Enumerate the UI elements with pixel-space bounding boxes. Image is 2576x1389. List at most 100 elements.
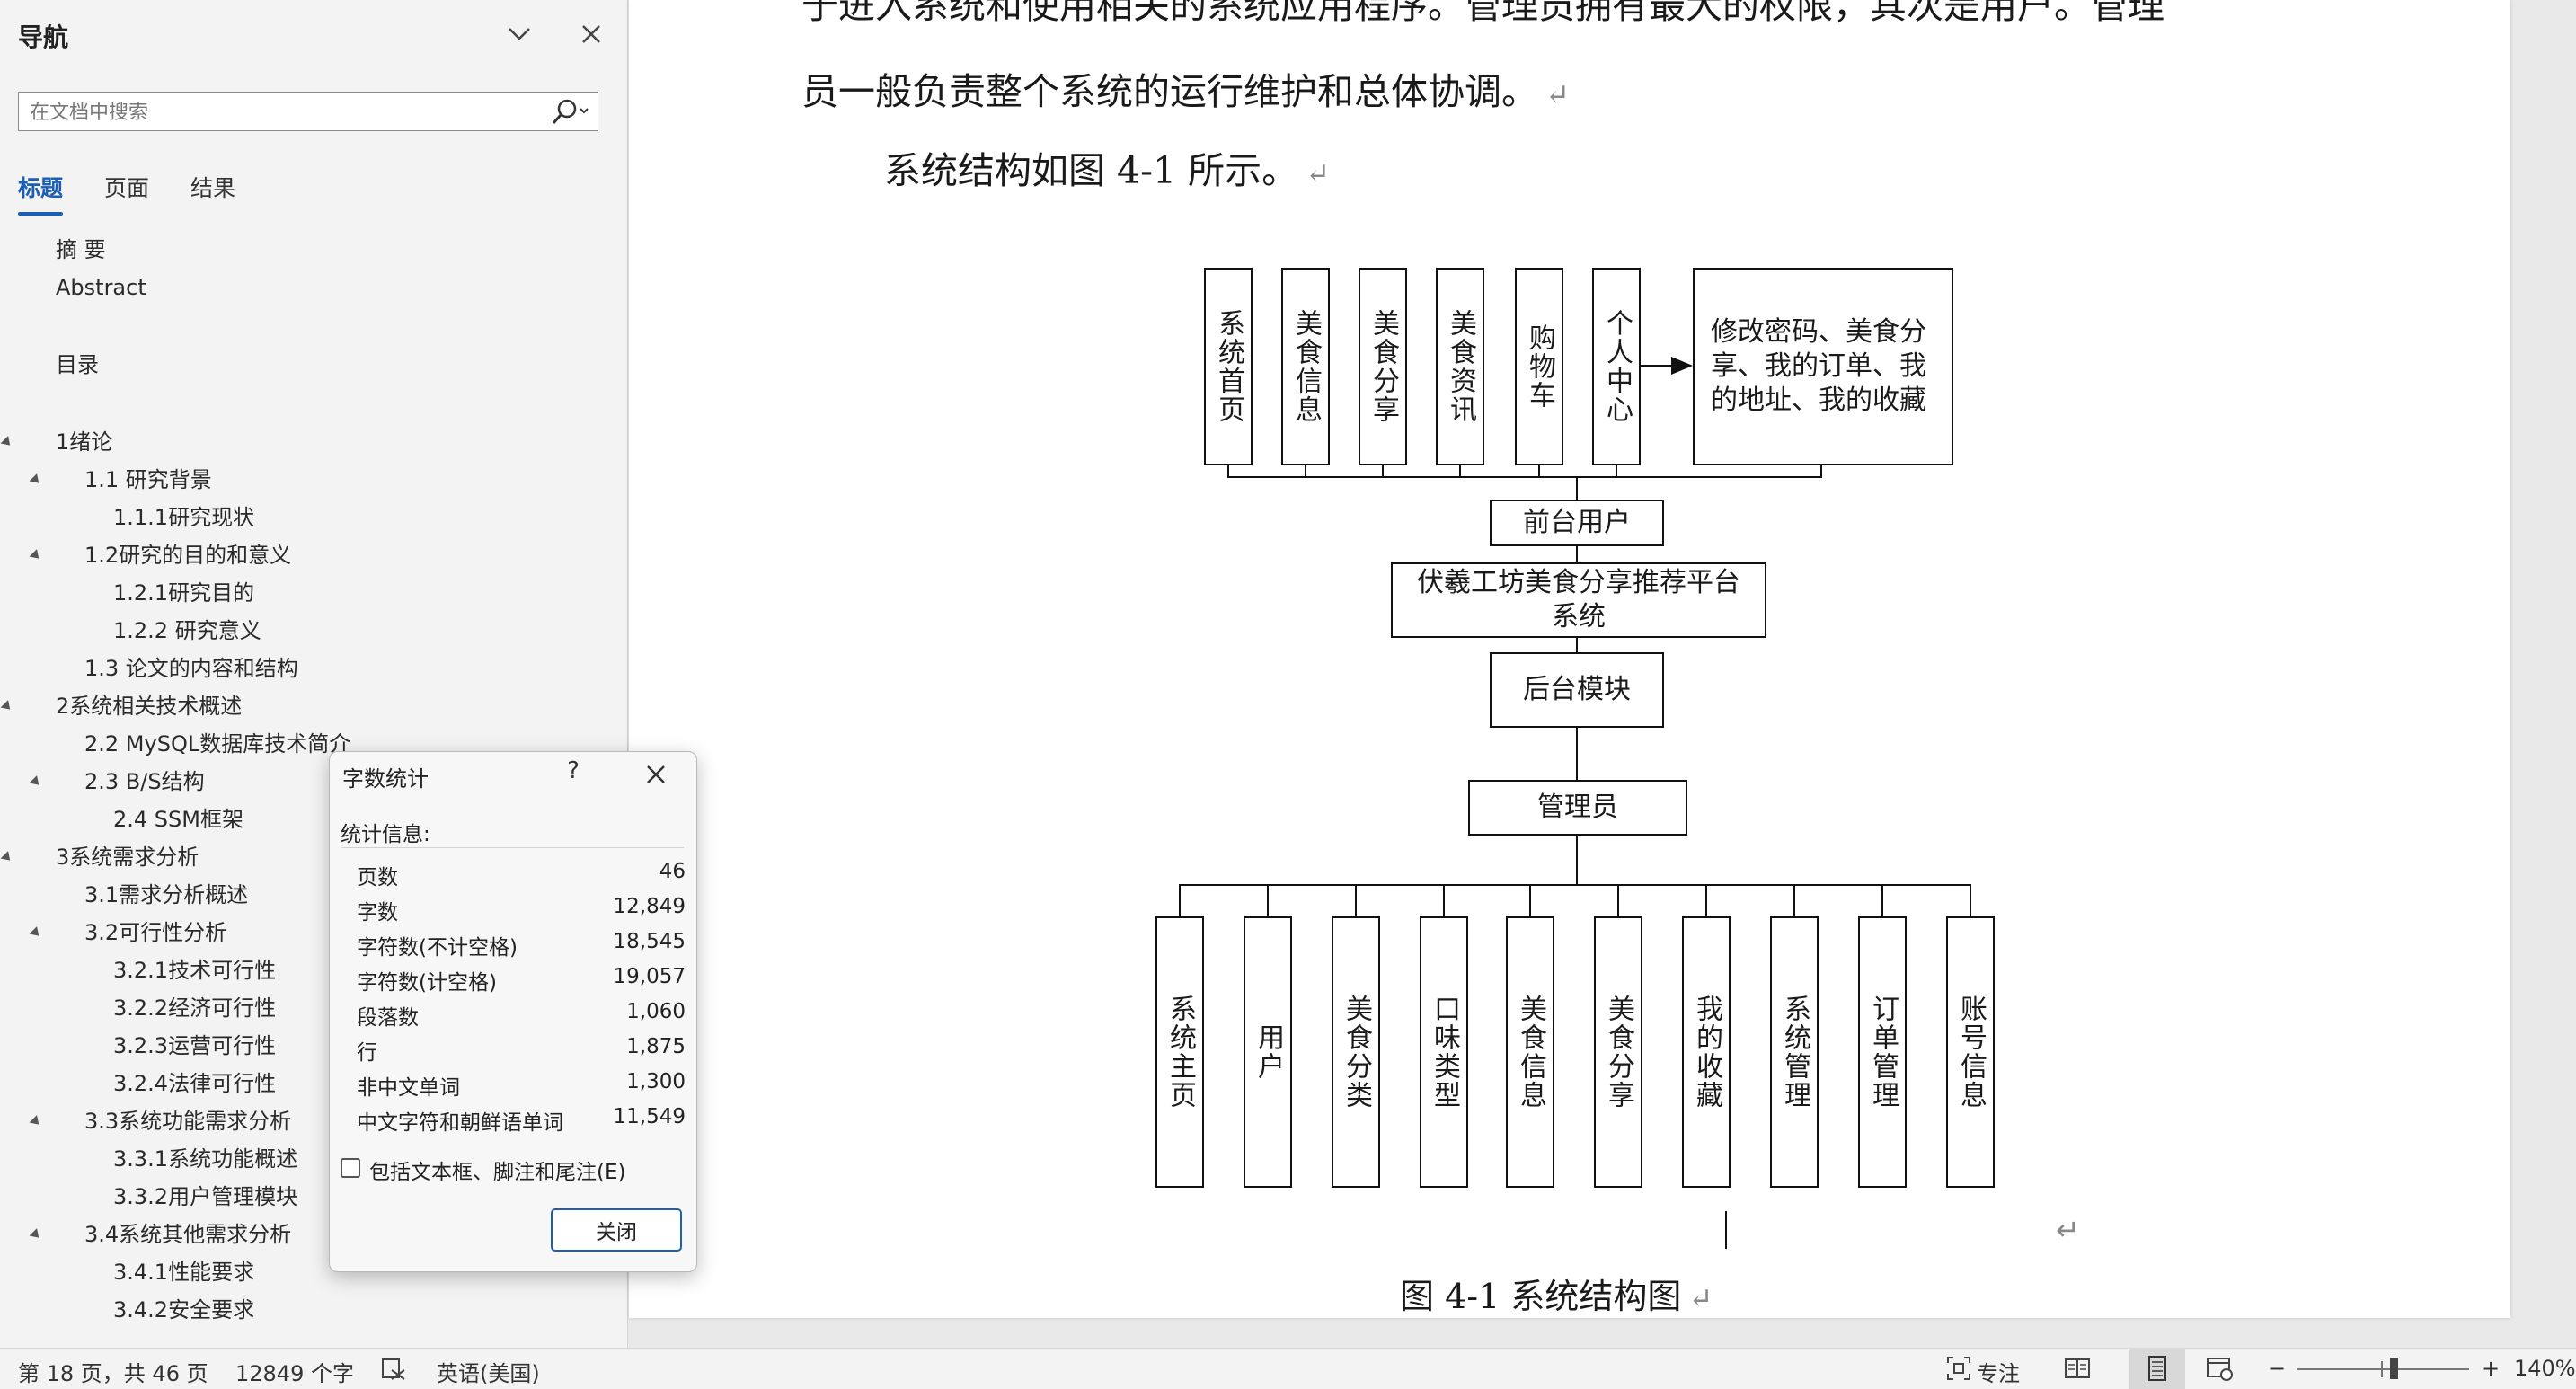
proofing-icon[interactable] <box>379 1354 408 1383</box>
heading-item[interactable]: 3.3.2用户管理模块 <box>0 1179 627 1215</box>
zoom-slider-thumb[interactable] <box>2390 1358 2398 1379</box>
print-layout-button[interactable] <box>2129 1349 2185 1389</box>
divider <box>341 847 684 848</box>
chevron-down-icon[interactable] <box>501 16 537 52</box>
focus-icon[interactable] <box>1944 1354 1973 1383</box>
checkbox-icon[interactable] <box>341 1158 360 1178</box>
heading-item[interactable]: 1.3 论文的内容和结构 <box>0 650 627 686</box>
connector-line <box>1227 464 1229 478</box>
heading-item[interactable]: 2.2 MySQL数据库技术简介 <box>0 726 627 762</box>
expand-triangle-icon[interactable] <box>29 1115 43 1128</box>
heading-item[interactable]: 3.3.1系统功能概述 <box>0 1141 627 1177</box>
heading-item[interactable]: 目录 <box>0 347 627 383</box>
expand-triangle-icon[interactable] <box>29 926 43 940</box>
heading-item[interactable]: 3.1需求分析概述 <box>0 877 627 913</box>
stat-value: 1,300 <box>626 1070 686 1093</box>
zoom-in-button[interactable]: + <box>2482 1356 2501 1381</box>
connector-line <box>1641 365 1680 367</box>
heading-item[interactable]: 1.1 研究背景 <box>0 462 627 498</box>
stat-label: 中文字符和朝鲜语单词 <box>357 1111 563 1135</box>
statistics-heading: 统计信息: <box>341 823 430 846</box>
web-layout-icon[interactable] <box>2205 1354 2234 1383</box>
heading-item[interactable]: 2系统相关技术概述 <box>0 688 627 724</box>
stat-value: 12,849 <box>613 895 686 918</box>
connector-line <box>1576 544 1578 564</box>
dialog-close-icon[interactable] <box>633 752 678 797</box>
heading-item[interactable]: 1.1.1研究现状 <box>0 500 627 535</box>
read-mode-icon[interactable] <box>2063 1354 2092 1383</box>
personal-center-detail-box: 修改密码、美食分享、我的订单、我的地址、我的收藏 <box>1693 268 1953 465</box>
print-layout-icon <box>2148 1356 2166 1381</box>
text-cursor <box>1725 1211 1727 1249</box>
focus-label[interactable]: 专注 <box>1977 1361 2020 1386</box>
heading-label: 3系统需求分析 <box>56 845 199 870</box>
zoom-out-button[interactable]: − <box>2268 1356 2287 1381</box>
tab-results[interactable]: 结果 <box>190 175 236 201</box>
document-page[interactable]: 于进入系统和使用相关的系统应用程序。管理员拥有最大的权限，其次是用户。管理 员一… <box>629 0 2510 1318</box>
heading-item[interactable]: 1.2.2 研究意义 <box>0 613 627 649</box>
heading-item[interactable]: Abstract <box>0 270 627 305</box>
admin-module-box: 订单管理 <box>1858 916 1907 1188</box>
heading-item[interactable]: 3.4.1性能要求 <box>0 1254 627 1290</box>
include-textboxes-checkbox[interactable]: 包括文本框、脚注和尾注(E) <box>341 1153 682 1185</box>
heading-label: 目录 <box>56 352 99 377</box>
expand-triangle-icon[interactable] <box>0 851 14 864</box>
module-box: 个人中心 <box>1592 268 1641 465</box>
language-indicator[interactable]: 英语(美国) <box>437 1361 540 1386</box>
search-input[interactable] <box>28 93 553 132</box>
expand-triangle-icon[interactable] <box>0 700 14 713</box>
search-icon[interactable] <box>544 94 596 128</box>
word-count[interactable]: 12849 个字 <box>235 1361 354 1386</box>
connector-line <box>1538 464 1540 478</box>
connector-line <box>1970 884 1971 918</box>
heading-item[interactable]: 3.3系统功能需求分析 <box>0 1103 627 1139</box>
expand-triangle-icon[interactable] <box>29 775 43 789</box>
tab-pages[interactable]: 页面 <box>104 175 150 201</box>
heading-item[interactable]: 3.2.2经济可行性 <box>0 990 627 1026</box>
backend-box: 后台模块 <box>1490 652 1664 728</box>
admin-module-box: 口味类型 <box>1420 916 1468 1188</box>
admin-module-box: 系统主页 <box>1155 916 1204 1188</box>
connector-line <box>1576 476 1578 501</box>
heading-label: 1.1.1研究现状 <box>113 505 255 530</box>
tab-headings[interactable]: 标题 <box>18 175 64 201</box>
expand-triangle-icon[interactable] <box>0 436 14 449</box>
heading-label: 2.4 SSM框架 <box>113 807 243 832</box>
connector-line <box>1179 884 1181 918</box>
heading-item[interactable]: 3系统需求分析 <box>0 839 627 875</box>
heading-item[interactable]: 2.4 SSM框架 <box>0 801 627 837</box>
connector-line <box>1617 884 1619 918</box>
heading-item[interactable]: 1.2.1研究目的 <box>0 575 627 611</box>
heading-label: 3.3.1系统功能概述 <box>113 1146 298 1172</box>
heading-item[interactable]: 3.2可行性分析 <box>0 915 627 951</box>
connector-line <box>1179 884 1970 886</box>
active-tab-indicator <box>18 212 63 216</box>
stat-value: 1,060 <box>626 1000 686 1023</box>
heading-item[interactable]: 3.2.3运营可行性 <box>0 1028 627 1064</box>
connector-line <box>1705 884 1707 918</box>
paragraph-mark-icon: ↵ <box>2056 1213 2080 1247</box>
expand-triangle-icon[interactable] <box>29 473 43 487</box>
heading-label: 3.4.2安全要求 <box>113 1297 255 1323</box>
module-box: 购物车 <box>1515 268 1563 465</box>
expand-triangle-icon[interactable] <box>29 549 43 562</box>
heading-item[interactable]: 3.4系统其他需求分析 <box>0 1216 627 1252</box>
help-button[interactable]: ? <box>567 757 580 784</box>
paragraph-line-2: 员一般负责整个系统的运行维护和总体协调。↵ <box>801 70 1570 113</box>
heading-item[interactable]: 3.2.4法律可行性 <box>0 1066 627 1101</box>
heading-item[interactable]: 1绪论 <box>0 424 627 460</box>
expand-triangle-icon[interactable] <box>29 1228 43 1242</box>
zoom-slider[interactable] <box>2297 1361 2469 1377</box>
heading-item[interactable]: 2.3 B/S结构 <box>0 764 627 800</box>
heading-item[interactable]: 摘 要 <box>0 232 627 268</box>
close-button[interactable]: 关闭 <box>551 1208 682 1252</box>
close-icon[interactable] <box>573 16 609 52</box>
heading-item[interactable]: 3.2.1技术可行性 <box>0 952 627 988</box>
admin-module-box: 用户 <box>1244 916 1292 1188</box>
heading-item[interactable]: 3.4.2安全要求 <box>0 1292 627 1328</box>
heading-item[interactable]: 1.2研究的目的和意义 <box>0 537 627 573</box>
page-count[interactable]: 第 18 页，共 46 页 <box>18 1361 208 1386</box>
zoom-level[interactable]: 140% <box>2514 1356 2576 1381</box>
module-box: 美食分享 <box>1359 268 1407 465</box>
